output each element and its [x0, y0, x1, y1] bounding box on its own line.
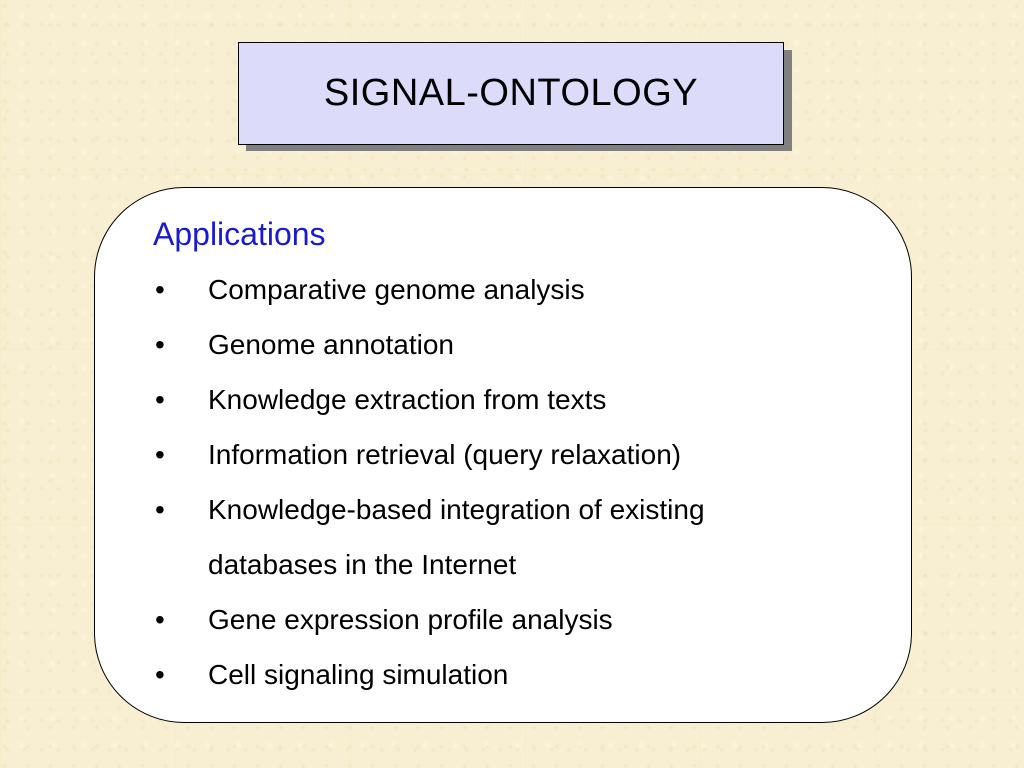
bullet-text: Knowledge-based integration of existing …	[208, 482, 853, 592]
bullet-text: Information retrieval (query relaxation)	[208, 439, 682, 470]
bullet-text: Comparative genome analysis	[208, 274, 585, 305]
section-heading: Applications	[153, 216, 326, 252]
bullet-text: Cell signaling simulation	[208, 659, 509, 690]
bullet-text: Knowledge extraction from texts	[208, 384, 607, 415]
bullet-icon: •	[155, 274, 165, 305]
list-item: • Cell signaling simulation	[153, 647, 853, 702]
content-panel	[94, 187, 912, 723]
list-item: • Knowledge-based integration of existin…	[153, 482, 853, 592]
list-item: • Information retrieval (query relaxatio…	[153, 427, 853, 482]
bullet-text: Gene expression profile analysis	[208, 604, 613, 635]
bullet-text-line2: databases in the Internet	[208, 549, 517, 580]
title-box: SIGNAL-ONTOLOGY	[238, 42, 784, 145]
bullet-list: • Comparative genome analysis • Genome a…	[153, 262, 853, 702]
slide-title: SIGNAL-ONTOLOGY	[323, 72, 699, 114]
list-item: • Gene expression profile analysis	[153, 592, 853, 647]
bullet-icon: •	[155, 604, 165, 635]
list-item: • Knowledge extraction from texts	[153, 372, 853, 427]
list-item: • Comparative genome analysis	[153, 262, 853, 317]
bullet-icon: •	[155, 439, 165, 470]
bullet-icon: •	[155, 659, 165, 690]
bullet-text: Genome annotation	[208, 329, 454, 360]
bullet-icon: •	[155, 494, 165, 525]
bullet-text-line1: Knowledge-based integration of existing	[208, 494, 705, 525]
bullet-icon: •	[155, 384, 165, 415]
list-item: • Genome annotation	[153, 317, 853, 372]
bullet-icon: •	[155, 329, 165, 360]
